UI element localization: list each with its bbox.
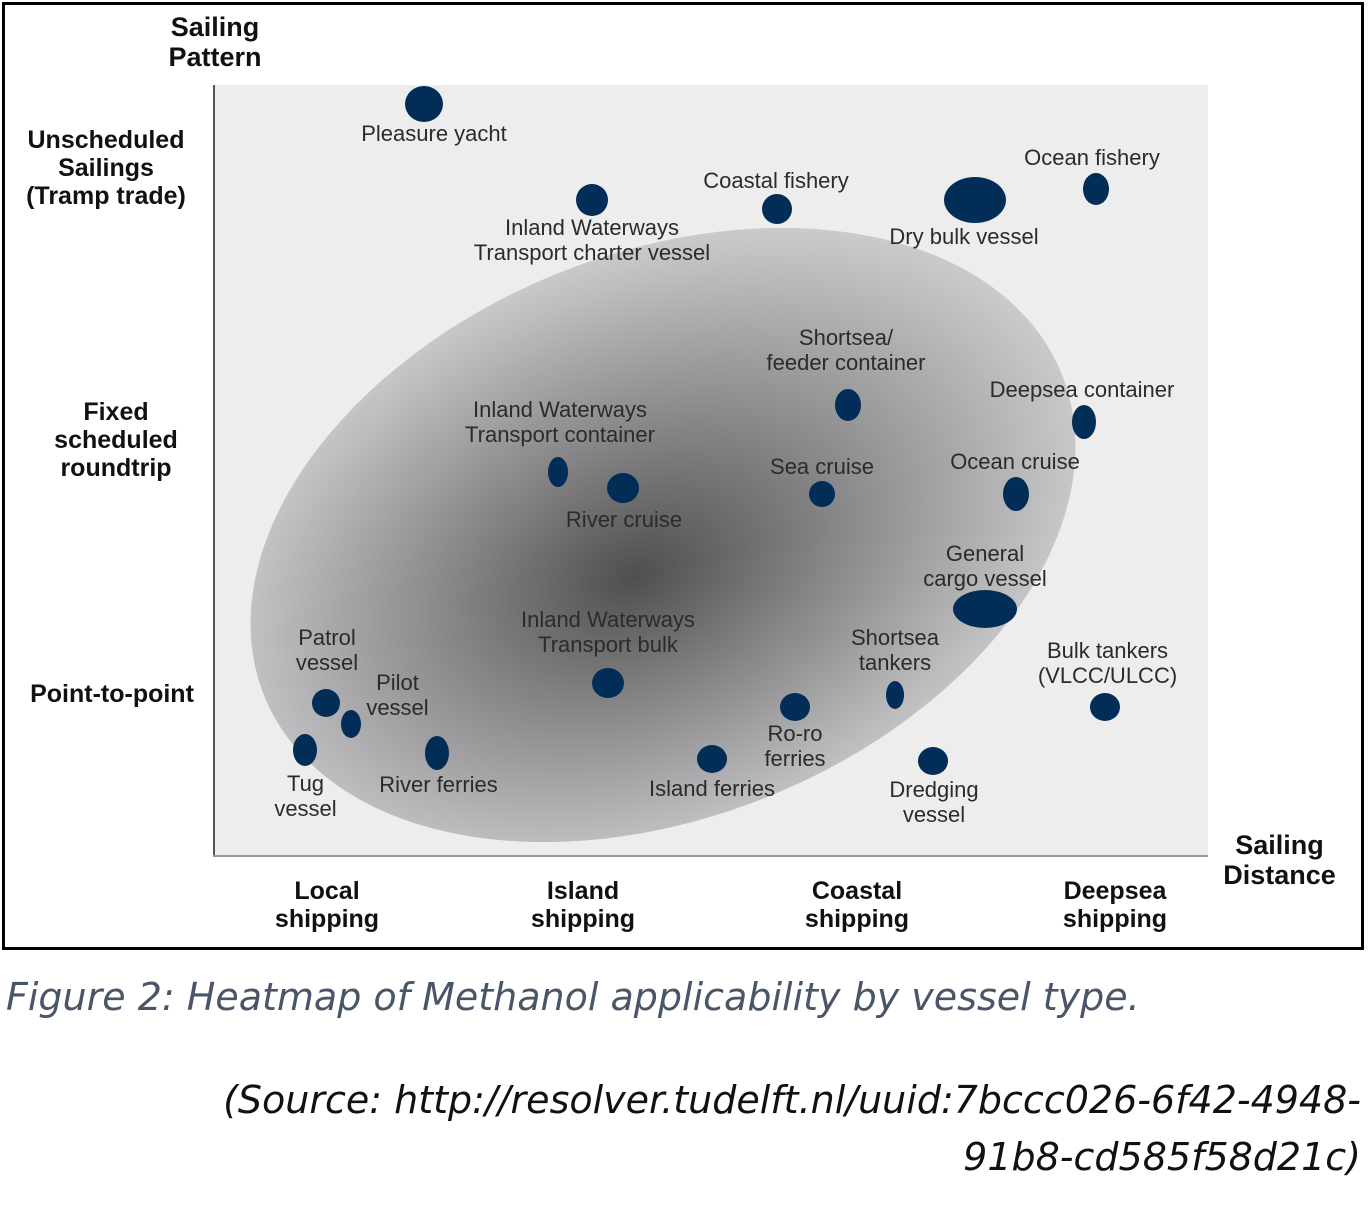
vessel-label: Deepsea container xyxy=(989,377,1175,402)
vessel-dot: Patrol vessel xyxy=(312,689,340,717)
vessel-label: Pleasure yacht xyxy=(361,121,507,146)
vessel-dot: General cargo vessel xyxy=(953,590,1017,628)
x-category-coastal: Coastal shipping xyxy=(804,877,910,933)
vessel-dot: Coastal fishery xyxy=(762,194,792,224)
vessel-dot: Shortsea tankers xyxy=(886,681,904,709)
vessel-dot: Ocean fishery xyxy=(1083,173,1109,205)
vessel-label: Inland Waterways Transport container xyxy=(465,397,655,448)
vessel-dot: Shortsea/feeder container xyxy=(835,389,861,421)
vessel-label: Shortsea tankers xyxy=(850,625,940,676)
vessel-label: General cargo vessel xyxy=(923,541,1047,592)
vessel-dot: Dry bulk vessel xyxy=(944,177,1006,223)
vessel-label: Dredging vessel xyxy=(889,777,979,828)
vessel-dot: Bulk tankers (VLCC/ULCC) xyxy=(1090,693,1120,721)
vessel-dot: Pilot vessel xyxy=(341,710,361,738)
vessel-label: Patrol vessel xyxy=(295,625,359,676)
vessel-dot: Pleasure yacht xyxy=(405,86,443,122)
y-category-unscheduled: Unscheduled Sailings (Tramp trade) xyxy=(26,126,186,210)
vessel-label: Ocean cruise xyxy=(950,449,1080,474)
y-category-fixed-roundtrip: Fixed scheduled roundtrip xyxy=(54,398,178,482)
vessel-dot: Inland Waterways Transport charter vesse… xyxy=(576,184,608,216)
vessel-dot: Island ferries xyxy=(697,745,727,773)
vessel-dot: Tug vessel xyxy=(293,734,317,766)
vessel-label: Tug vessel xyxy=(274,771,337,822)
y-axis-title: Sailing Pattern xyxy=(168,12,262,73)
vessel-dot: Ro-ro ferries xyxy=(780,693,810,721)
vessel-label: Ocean fishery xyxy=(1024,145,1160,170)
x-category-deepsea: Deepsea shipping xyxy=(1062,877,1168,933)
x-category-island: Island shipping xyxy=(530,877,636,933)
vessel-dot: Ocean cruise xyxy=(1003,477,1029,511)
vessel-dot: Inland Waterways Transport bulk xyxy=(592,668,624,698)
y-category-point-to-point: Point-to-point xyxy=(30,680,194,708)
vessel-label: Coastal fishery xyxy=(703,168,849,193)
vessel-label: Inland Waterways Transport bulk xyxy=(520,607,696,658)
vessel-label: River cruise xyxy=(565,507,683,532)
vessel-label: River ferries xyxy=(379,772,498,797)
vessel-dot: River cruise xyxy=(607,473,639,503)
vessel-label: Shortsea/ feeder container xyxy=(766,325,926,376)
vessel-label: Dry bulk vessel xyxy=(889,224,1039,249)
methanol-applicability-zone xyxy=(250,227,1076,843)
figure-source: (Source: http://resolver.tudelft.nl/uuid… xyxy=(223,1078,1361,1179)
vessel-label: Sea cruise xyxy=(770,454,874,479)
figure-caption: Figure 2: Heatmap of Methanol applicabil… xyxy=(6,975,1140,1019)
vessel-dot: Sea cruise xyxy=(809,481,835,507)
vessel-dot: Inland Waterways Transport container xyxy=(548,457,568,487)
x-category-local: Local shipping xyxy=(274,877,380,933)
vessel-label: Inland Waterways Transport charter vesse… xyxy=(473,215,711,266)
vessel-label: Bulk tankers (VLCC/ULCC) xyxy=(1037,638,1178,689)
vessel-label: Pilot vessel xyxy=(366,670,429,721)
y-axis-line xyxy=(213,85,215,857)
x-axis-line xyxy=(213,855,1208,857)
vessel-dot: Dredging vessel xyxy=(918,747,948,775)
vessel-dot: Deepsea container xyxy=(1072,405,1096,439)
vessel-label: Ro-ro ferries xyxy=(764,721,826,772)
vessel-label: Island ferries xyxy=(649,776,775,801)
x-axis-title: Sailing Distance xyxy=(1223,830,1336,891)
vessel-dot: River ferries xyxy=(425,736,449,770)
